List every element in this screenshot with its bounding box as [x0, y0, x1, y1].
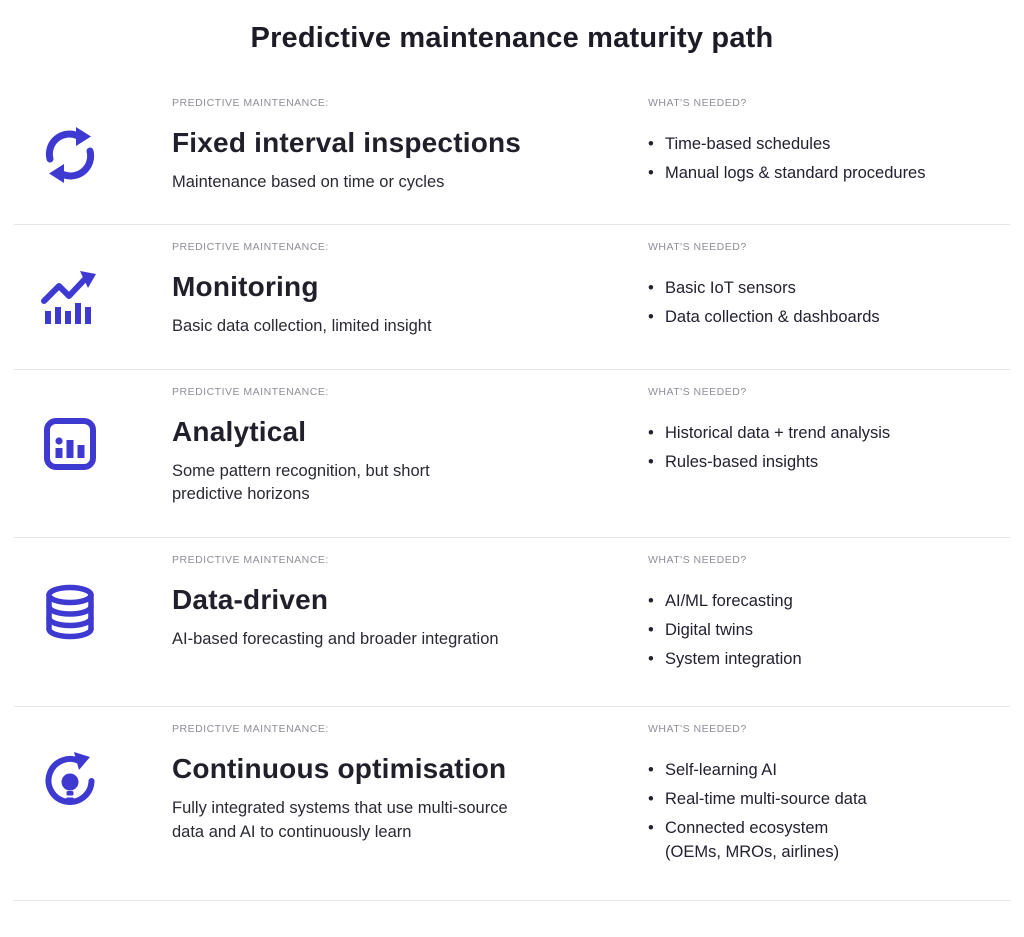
icon-cell	[14, 97, 172, 194]
predictive-maintenance-label: PREDICTIVE MAINTENANCE:	[172, 723, 329, 736]
stage-heading: Analytical	[172, 415, 307, 447]
need-item: AI/ML forecasting	[648, 590, 1010, 614]
whats-needed-column: WHAT'S NEEDED? Basic IoT sensors Data co…	[648, 241, 1010, 338]
predictive-maintenance-label: PREDICTIVE MAINTENANCE:	[172, 241, 329, 254]
stage-description-column: PREDICTIVE MAINTENANCE: Monitoring Basic…	[172, 241, 648, 338]
row-monitoring: PREDICTIVE MAINTENANCE: Monitoring Basic…	[14, 225, 1010, 370]
icon-cell	[14, 386, 172, 507]
stage-description: Basic data collection, limited insight	[172, 317, 432, 336]
database-icon	[38, 580, 102, 644]
needs-list: AI/ML forecasting Digital twins System i…	[648, 590, 1010, 672]
need-item: Manual logs & standard procedures	[648, 162, 1010, 186]
predictive-maintenance-label: PREDICTIVE MAINTENANCE:	[172, 97, 329, 109]
stage-heading: Fixed interval inspections	[172, 127, 522, 158]
whats-needed-label: WHAT'S NEEDED?	[648, 385, 747, 398]
stage-description: Maintenance based on time or cycles	[172, 173, 445, 191]
need-item: Digital twins	[648, 619, 1010, 643]
whats-needed-label: WHAT'S NEEDED?	[648, 241, 747, 254]
needs-list: Historical data + trend analysis Rules-b…	[648, 422, 1010, 475]
stage-description: Some pattern recognition, but short pred…	[172, 461, 430, 504]
need-item: System integration	[648, 648, 1010, 672]
stage-description: AI-based forecasting and broader integra…	[172, 629, 499, 648]
predictive-maintenance-label: PREDICTIVE MAINTENANCE:	[172, 385, 329, 398]
need-item: Connected ecosystem (OEMs, MROs, airline…	[648, 817, 1010, 865]
need-item: Data collection & dashboards	[648, 306, 1010, 330]
maturity-rows: PREDICTIVE MAINTENANCE: Fixed interval i…	[14, 91, 1010, 902]
stage-description-column: PREDICTIVE MAINTENANCE: Fixed interval i…	[172, 97, 648, 194]
stage-description-column: PREDICTIVE MAINTENANCE: Analytical Some …	[172, 386, 648, 507]
whats-needed-column: WHAT'S NEEDED? Historical data + trend a…	[648, 386, 1010, 507]
whats-needed-label: WHAT'S NEEDED?	[648, 723, 747, 736]
predictive-maintenance-label: PREDICTIVE MAINTENANCE:	[172, 553, 329, 566]
need-item: Self-learning AI	[648, 759, 1010, 783]
page-title: Predictive maintenance maturity path	[250, 22, 774, 54]
need-item: Basic IoT sensors	[648, 277, 1010, 301]
need-item: Time-based schedules	[648, 133, 1010, 157]
stage-heading: Continuous optimisation	[172, 753, 507, 785]
needs-list: Basic IoT sensors Data collection & dash…	[648, 277, 1010, 330]
cycle-arrows-icon	[38, 123, 102, 187]
trend-chart-icon	[38, 267, 102, 331]
optimisation-bulb-icon	[38, 749, 102, 813]
row-data-driven: PREDICTIVE MAINTENANCE: Data-driven AI-b…	[14, 538, 1010, 708]
stage-description: Fully integrated systems that use multi-…	[172, 799, 508, 841]
icon-cell	[14, 241, 172, 338]
icon-cell	[14, 554, 172, 677]
need-item: Historical data + trend analysis	[648, 422, 1010, 446]
needs-list: Time-based schedules Manual logs & stand…	[648, 133, 1010, 186]
stage-heading: Monitoring	[172, 271, 319, 303]
whats-needed-column: WHAT'S NEEDED? Self-learning AI Real-tim…	[648, 723, 1010, 870]
need-item: Real-time multi-source data	[648, 788, 1010, 812]
whats-needed-column: WHAT'S NEEDED? AI/ML forecasting Digital…	[648, 554, 1010, 677]
icon-cell	[14, 723, 172, 870]
whats-needed-column: WHAT'S NEEDED? Time-based schedules Manu…	[648, 97, 1010, 194]
row-continuous-optimisation: PREDICTIVE MAINTENANCE: Continuous optim…	[14, 707, 1010, 902]
bar-chart-panel-icon	[38, 412, 102, 476]
whats-needed-label: WHAT'S NEEDED?	[648, 553, 747, 566]
need-item: Rules-based insights	[648, 451, 1010, 475]
stage-heading: Data-driven	[172, 583, 329, 615]
needs-list: Self-learning AI Real-time multi-source …	[648, 759, 1010, 865]
whats-needed-label: WHAT'S NEEDED?	[648, 97, 747, 109]
stage-description-column: PREDICTIVE MAINTENANCE: Continuous optim…	[172, 723, 648, 870]
stage-description-column: PREDICTIVE MAINTENANCE: Data-driven AI-b…	[172, 554, 648, 677]
row-fixed-interval-inspections: PREDICTIVE MAINTENANCE: Fixed interval i…	[14, 91, 1010, 226]
infographic-page: Predictive maintenance maturity path PRE…	[0, 0, 1024, 901]
row-analytical: PREDICTIVE MAINTENANCE: Analytical Some …	[14, 370, 1010, 538]
